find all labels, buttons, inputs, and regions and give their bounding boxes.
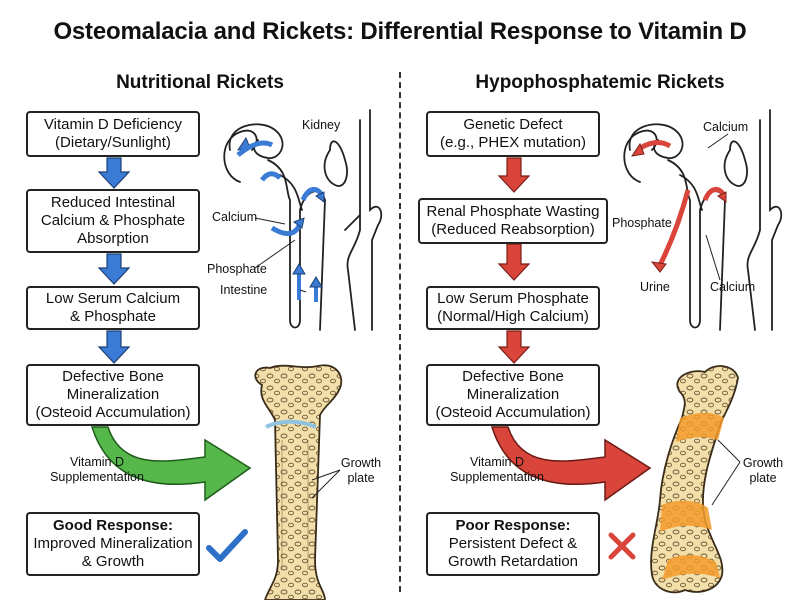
left-down-arrow-1 [97, 157, 131, 189]
right-step-4-line-3: (Osteoid Accumulation) [435, 404, 591, 421]
left-nephron-arrows [236, 136, 325, 302]
left-calcium-label: Calcium [212, 210, 258, 224]
left-step-3-line-1: Low Serum Calcium [45, 290, 181, 307]
right-growth-plate-line-1: Growth [742, 456, 784, 470]
right-urine-label: Urine [640, 280, 670, 294]
right-growth-plate-label: Growth plate [738, 456, 788, 486]
left-step-1-box: Vitamin D Deficiency (Dietary/Sunlight) [26, 111, 200, 157]
left-pointer-lines [254, 217, 307, 293]
left-supplementation-arrow [90, 426, 252, 502]
right-down-arrow-2 [497, 243, 531, 281]
right-growth-plate-pointer [711, 439, 741, 506]
right-outcome-line-2: Growth Retardation [447, 553, 579, 570]
right-outcome-heading: Poor Response: [455, 517, 571, 534]
left-step-4-line-2: Mineralization [66, 386, 160, 403]
left-bone [254, 364, 343, 600]
left-supplementation-label: Vitamin D Supplementation [42, 455, 152, 485]
left-supplementation-line-1: Vitamin D [70, 455, 124, 469]
right-calcium-top-label: Calcium [703, 120, 749, 134]
right-pointer-lines [705, 133, 729, 281]
right-supplementation-line-2: Supplementation [450, 470, 544, 484]
right-down-arrow-3 [497, 330, 531, 364]
right-growth-plate-line-2: plate [749, 471, 777, 485]
right-calcium-bottom-label: Calcium [710, 280, 756, 294]
left-step-4-box: Defective Bone Mineralization (Osteoid A… [26, 364, 200, 426]
left-outcome-box: Good Response: Improved Mineralization &… [26, 512, 200, 576]
right-step-3-box: Low Serum Phosphate (Normal/High Calcium… [426, 286, 600, 330]
right-outcome-line-1: Persistent Defect & [448, 535, 578, 552]
left-growth-plate-label: Growth plate [336, 456, 386, 486]
left-phosphate-label: Phosphate [207, 262, 267, 276]
left-step-2-line-3: Absorption [77, 230, 149, 247]
left-growth-plate-line-1: Growth [340, 456, 382, 470]
panel-divider [399, 72, 401, 592]
right-step-1-line-1: Genetic Defect [463, 116, 563, 133]
right-step-4-line-2: Mineralization [466, 386, 560, 403]
right-bone [650, 365, 739, 594]
right-phosphate-label: Phosphate [612, 216, 672, 230]
left-intestine-label: Intestine [220, 283, 268, 297]
left-step-2-line-2: Calcium & Phosphate [40, 212, 186, 229]
left-step-4-line-3: (Osteoid Accumulation) [35, 404, 191, 421]
right-step-2-line-2: (Reduced Reabsorption) [431, 221, 595, 238]
left-down-arrow-3 [97, 330, 131, 364]
right-outcome-box: Poor Response: Persistent Defect & Growt… [426, 512, 600, 576]
right-panel-heading: Hypophosphatemic Rickets [475, 72, 725, 93]
right-nephron-arrows [630, 140, 727, 273]
left-step-4-line-1: Defective Bone [62, 368, 164, 385]
right-step-4-line-1: Defective Bone [462, 368, 564, 385]
left-growth-plate-line-2: plate [347, 471, 375, 485]
right-step-4-box: Defective Bone Mineralization (Osteoid A… [426, 364, 600, 426]
left-kidney-label: Kidney [302, 118, 341, 132]
left-outcome-line-1: Improved Mineralization [33, 535, 193, 552]
right-supplementation-line-1: Vitamin D [470, 455, 524, 469]
checkmark-icon [206, 529, 248, 562]
page-title: Osteomalacia and Rickets: Differential R… [53, 18, 747, 45]
right-supplementation-label: Vitamin D Supplementation [442, 455, 552, 485]
left-nephron [223, 109, 383, 331]
left-step-2-line-1: Reduced Intestinal [50, 194, 176, 211]
left-down-arrow-2 [97, 253, 131, 285]
right-down-arrow-1 [497, 157, 531, 193]
left-step-3-box: Low Serum Calcium & Phosphate [26, 286, 200, 330]
left-step-3-line-2: & Phosphate [70, 308, 156, 325]
right-step-1-box: Genetic Defect (e.g., PHEX mutation) [426, 111, 600, 157]
left-supplementation-line-2: Supplementation [50, 470, 144, 484]
left-growth-plate-pointer [311, 469, 341, 499]
left-outcome-line-2: & Growth [81, 553, 145, 570]
right-supplementation-arrow [490, 426, 652, 502]
left-flow-arrows [97, 157, 131, 364]
right-step-3-line-2: (Normal/High Calcium) [437, 308, 589, 325]
right-step-2-box: Renal Phosphate Wasting (Reduced Reabsor… [418, 198, 608, 244]
right-flow-arrows [497, 157, 531, 364]
left-step-1-line-2: (Dietary/Sunlight) [55, 134, 171, 151]
left-panel-heading: Nutritional Rickets [116, 72, 284, 93]
right-step-1-line-2: (e.g., PHEX mutation) [440, 134, 586, 151]
left-step-1-line-1: Vitamin D Deficiency [43, 116, 183, 133]
right-step-3-line-1: Low Serum Phosphate [437, 290, 589, 307]
left-outcome-heading: Good Response: [52, 517, 173, 534]
left-step-2-box: Reduced Intestinal Calcium & Phosphate A… [26, 189, 200, 253]
cross-icon [608, 532, 636, 560]
right-step-2-line-1: Renal Phosphate Wasting [426, 203, 600, 220]
